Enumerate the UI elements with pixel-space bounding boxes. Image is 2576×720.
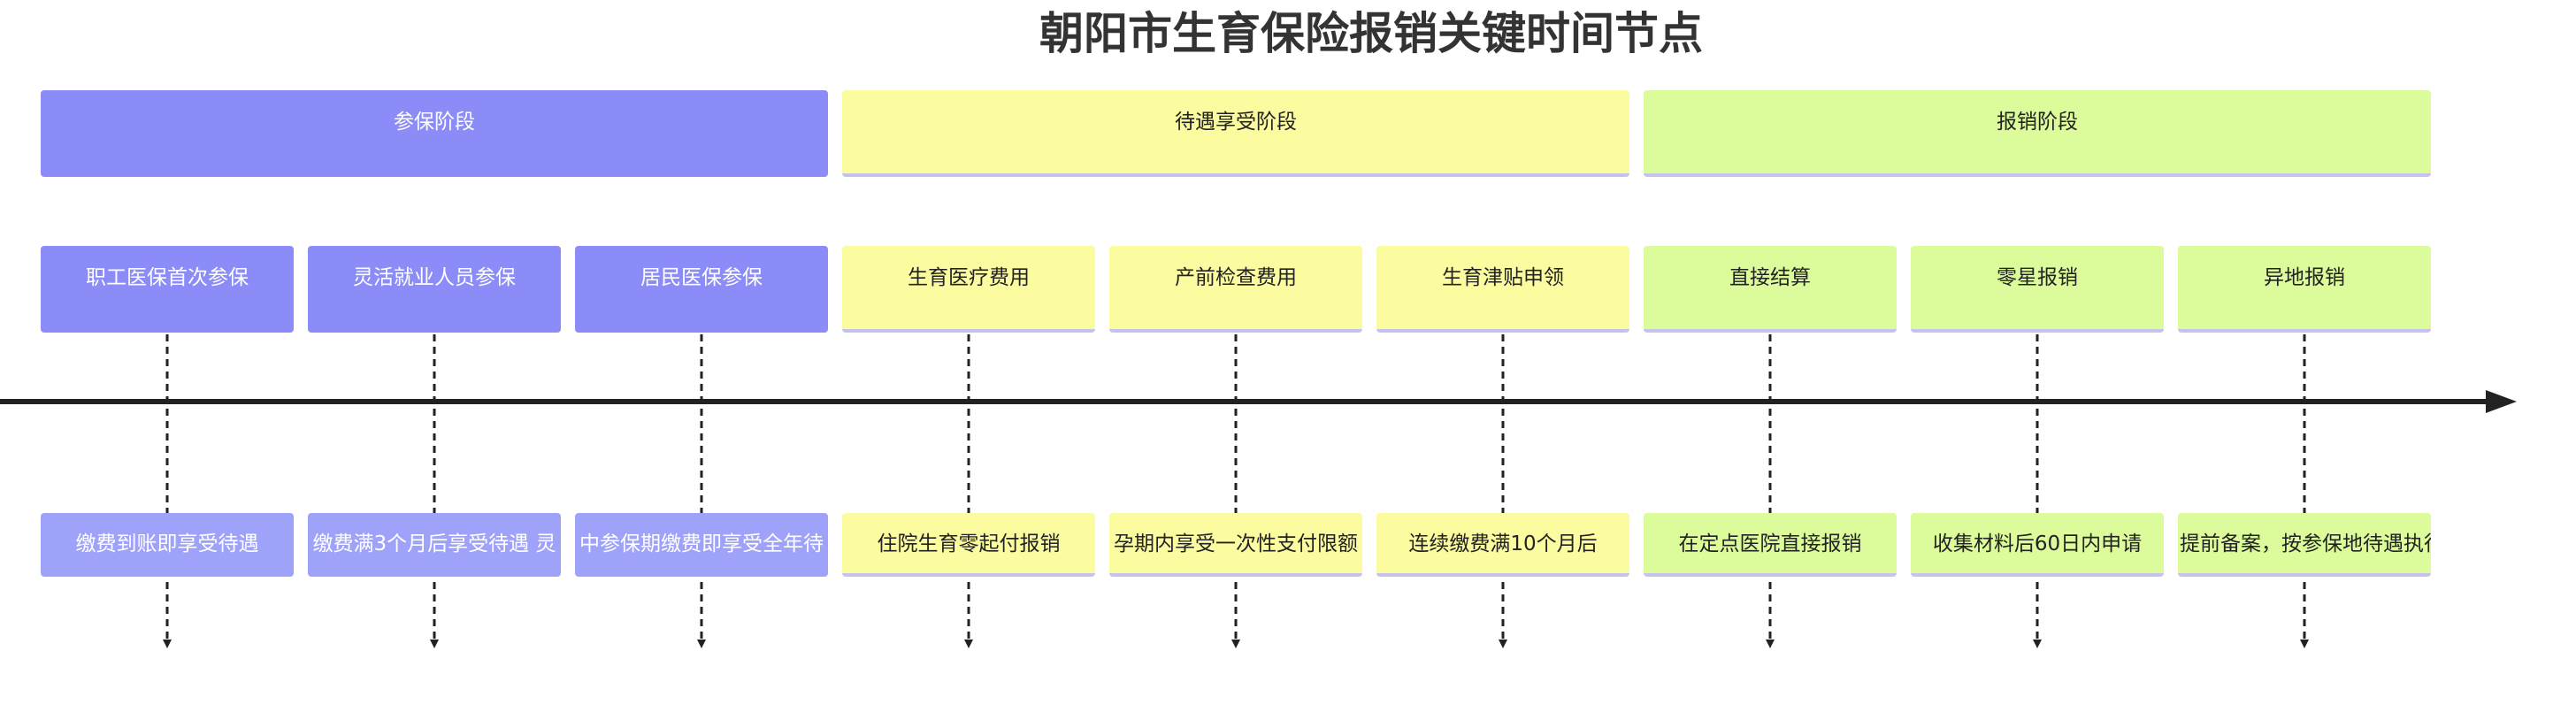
- node-out-of-area-reimbursement: 异地报销: [2178, 246, 2431, 333]
- detail-text: 孕期内享受一次性支付限额: [1114, 532, 1358, 555]
- detail-flexible-worker-enrollment: 缴费满3个月后享受待遇 灵: [308, 513, 561, 577]
- phase-label: 报销阶段: [1997, 111, 2078, 134]
- timeline-arrowhead: [2486, 390, 2517, 413]
- node-direct-settlement: 直接结算: [1644, 246, 1897, 333]
- detail-resident-enrollment: 中参保期缴费即享受全年待: [575, 513, 828, 577]
- phase-enrollment: 参保阶段: [41, 90, 828, 177]
- detail-prenatal-checkup-costs: 孕期内享受一次性支付限额: [1109, 513, 1362, 577]
- node-manual-reimbursement: 零星报销: [1911, 246, 2164, 333]
- detail-maternity-allowance: 连续缴费满10个月后: [1376, 513, 1629, 577]
- node-label: 产前检查费用: [1175, 266, 1297, 289]
- node-label: 生育津贴申领: [1442, 266, 1564, 289]
- detail-text: 在定点医院直接报销: [1678, 532, 1862, 555]
- detail-text: 缴费到账即享受待遇: [75, 532, 259, 555]
- detail-text: 住院生育零起付报销: [877, 532, 1061, 555]
- node-employee-first-enrollment: 职工医保首次参保: [41, 246, 294, 333]
- node-prenatal-checkup-costs: 产前检查费用: [1109, 246, 1362, 333]
- node-label: 直接结算: [1729, 266, 1811, 289]
- node-flexible-worker-enrollment: 灵活就业人员参保: [308, 246, 561, 333]
- detail-text: 提前备案，按参保地待遇执行: [2180, 532, 2431, 555]
- phase-label: 待遇享受阶段: [1175, 111, 1297, 134]
- diagram-title: 朝阳市生育保险报销关键时间节点: [1039, 8, 1703, 59]
- detail-text: 缴费满3个月后享受待遇 灵: [312, 532, 556, 555]
- detail-maternity-medical-costs: 住院生育零起付报销: [842, 513, 1095, 577]
- dashed-connectors: [163, 334, 2309, 648]
- node-label: 生育医疗费用: [908, 266, 1030, 289]
- detail-out-of-area-reimbursement: 提前备案，按参保地待遇执行: [2178, 513, 2431, 577]
- detail-text: 收集材料后60日内申请: [1932, 532, 2143, 555]
- node-label: 居民医保参保: [640, 266, 763, 289]
- node-maternity-allowance: 生育津贴申领: [1376, 246, 1629, 333]
- phase-benefit: 待遇享受阶段: [842, 90, 1629, 177]
- node-maternity-medical-costs: 生育医疗费用: [842, 246, 1095, 333]
- node-label: 异地报销: [2264, 266, 2345, 289]
- node-label: 零星报销: [1997, 266, 2078, 289]
- detail-manual-reimbursement: 收集材料后60日内申请: [1911, 513, 2164, 577]
- detail-text: 连续缴费满10个月后: [1408, 532, 1598, 555]
- detail-employee-first-enrollment: 缴费到账即享受待遇: [41, 513, 294, 577]
- node-label: 职工医保首次参保: [86, 266, 249, 289]
- phase-label: 参保阶段: [394, 111, 475, 134]
- phase-reimbursement: 报销阶段: [1644, 90, 2431, 177]
- node-resident-enrollment: 居民医保参保: [575, 246, 828, 333]
- detail-direct-settlement: 在定点医院直接报销: [1644, 513, 1897, 577]
- detail-text: 中参保期缴费即享受全年待: [579, 532, 824, 555]
- node-label: 灵活就业人员参保: [353, 266, 516, 289]
